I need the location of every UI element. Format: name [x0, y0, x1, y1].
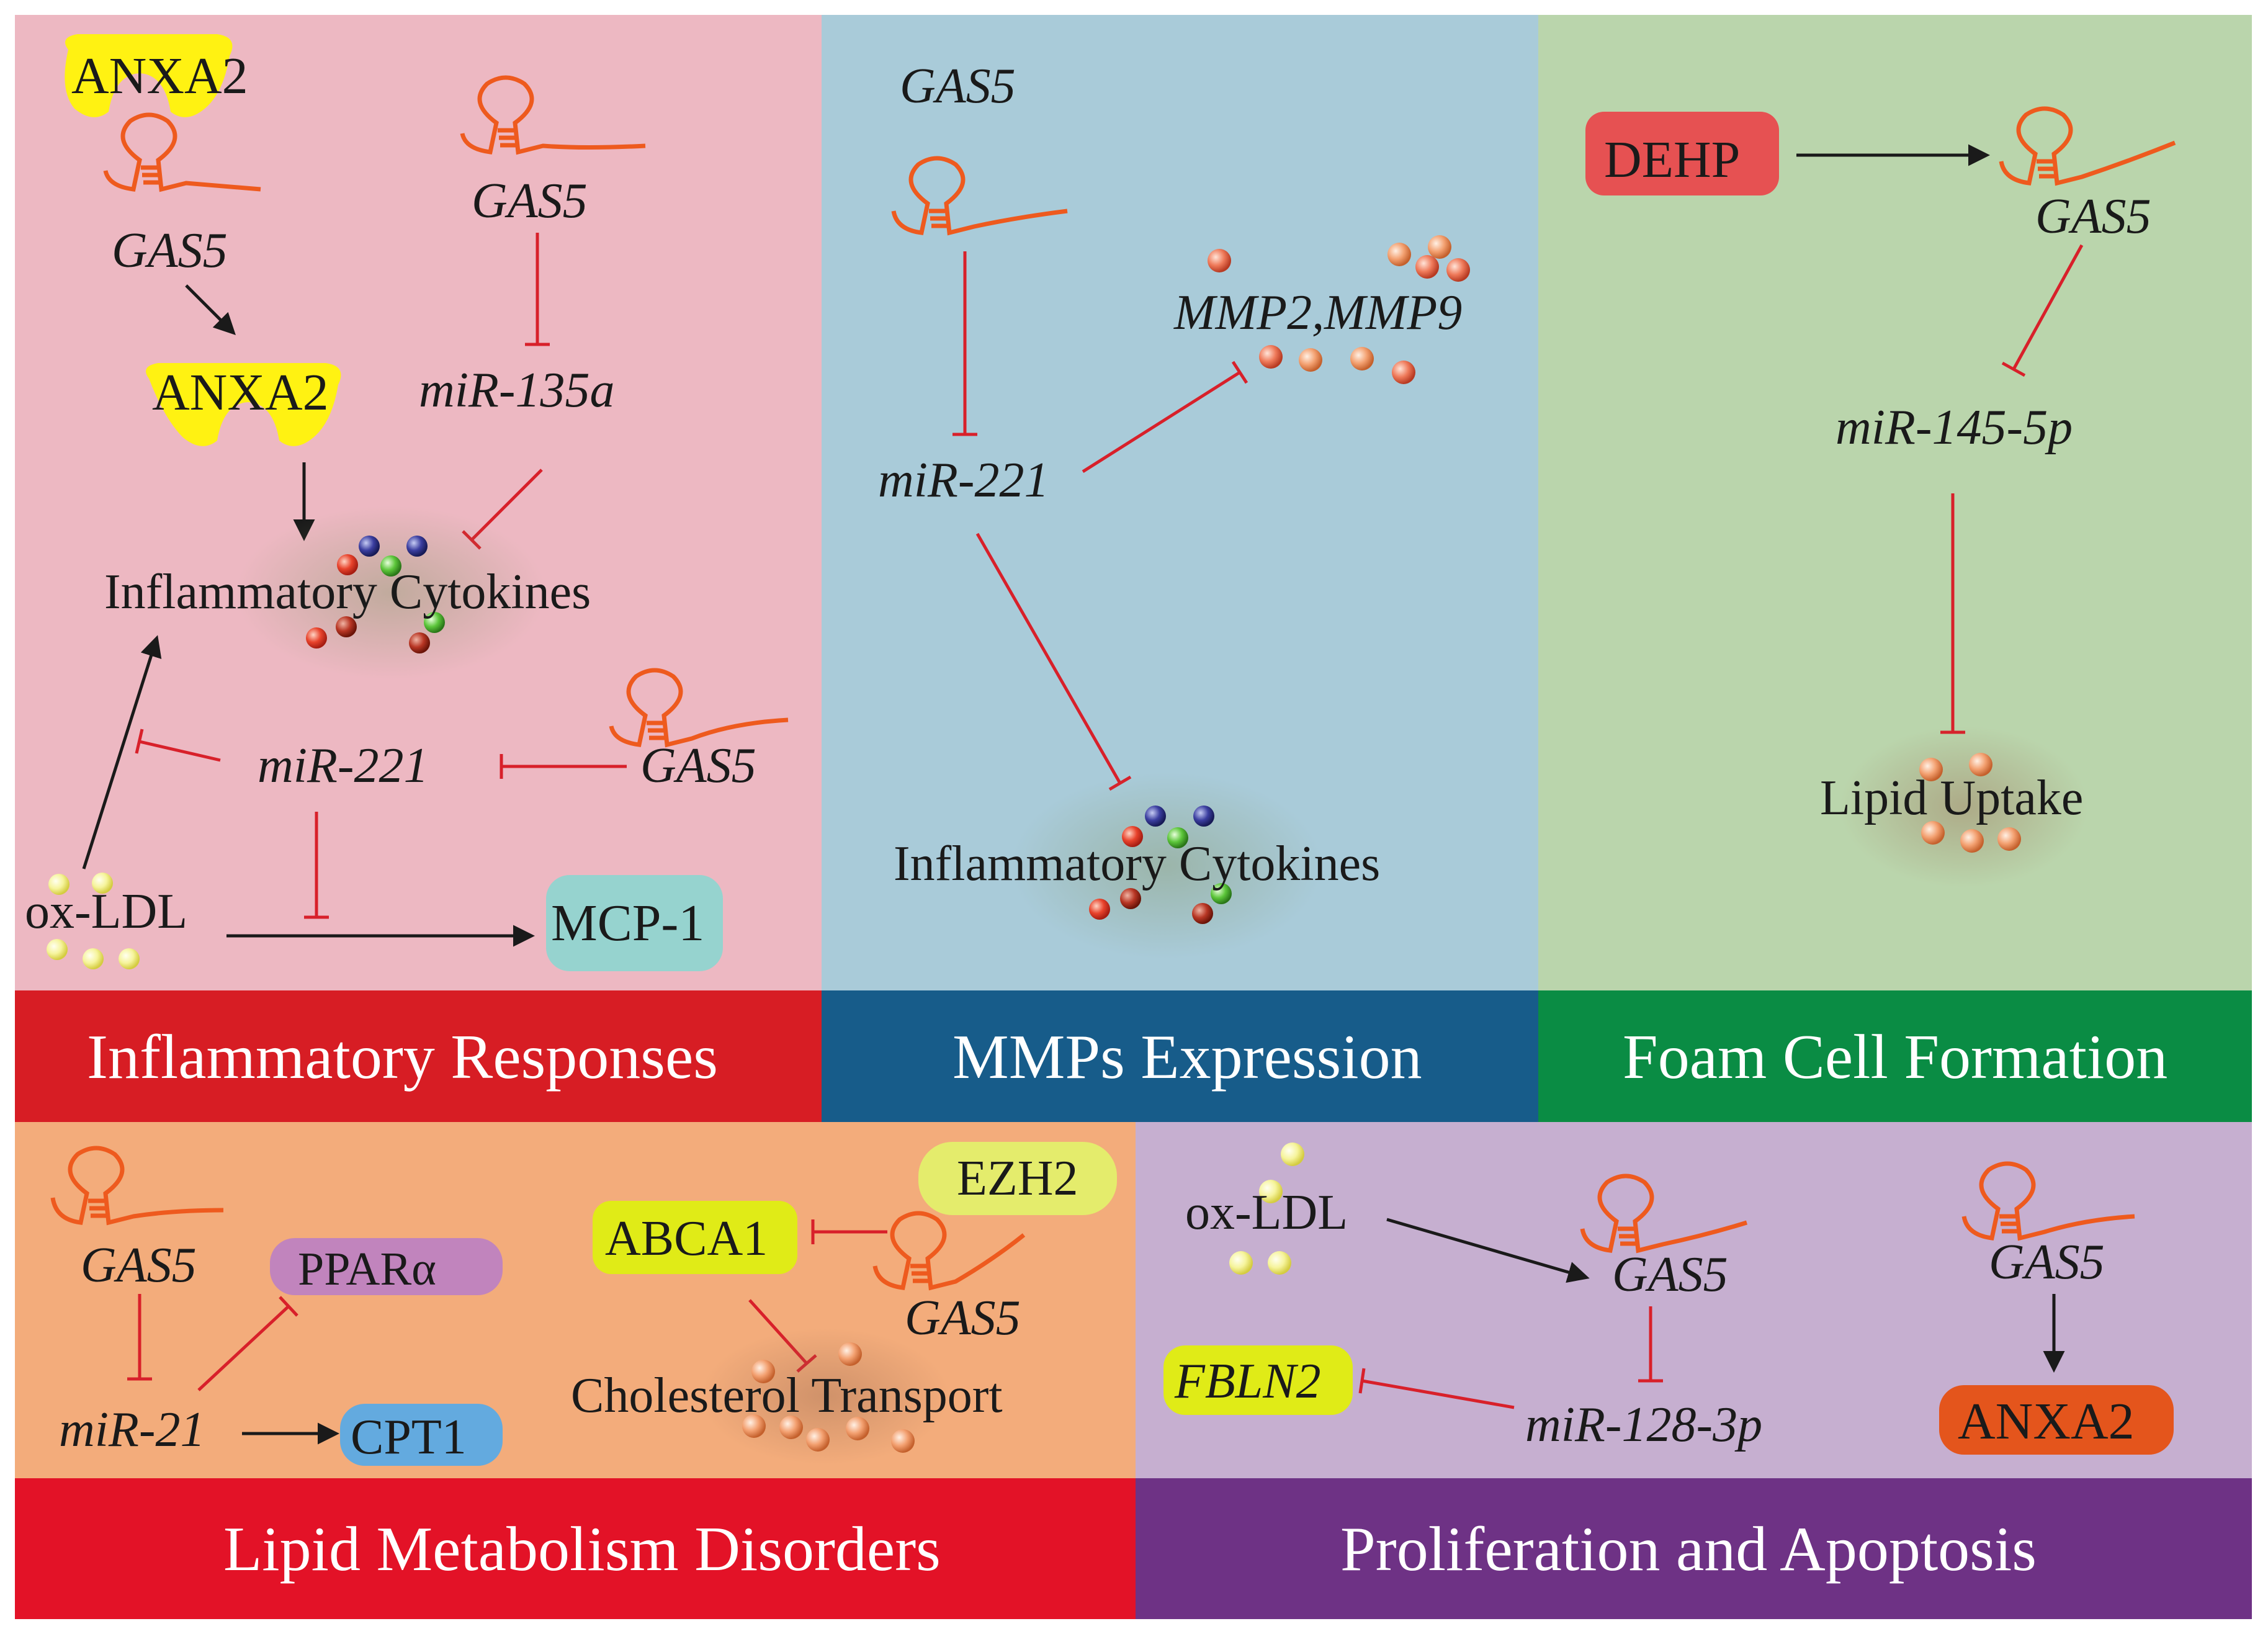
gas5-label-a: GAS5 [112, 223, 228, 278]
abca1-box [593, 1201, 797, 1274]
inhibition-bar [1231, 361, 1248, 384]
cytokine-particles [306, 536, 445, 653]
panel-mmps: GAS5 miR-221 MMP2,MMP9 [878, 59, 1470, 959]
panel-inflammatory-bg [15, 15, 822, 990]
gas5-label-a: GAS5 [1612, 1247, 1728, 1302]
oxldl-particles [47, 873, 140, 969]
gas5-rna-icon [609, 668, 789, 748]
bar-mmps [822, 990, 1538, 1122]
activation-arrow [1386, 1218, 1590, 1283]
inhibition-line [197, 1305, 290, 1391]
lipid-particles [1919, 753, 2021, 853]
anxa2-label: ANXA2 [1958, 1393, 2135, 1450]
gas5-label-b: GAS5 [1989, 1235, 2105, 1290]
cholesterol-particles [742, 1342, 915, 1453]
dehp-label: DEHP [1604, 131, 1740, 189]
fbln2-label: FBLN2 [1174, 1354, 1321, 1409]
inhibition-bar [1358, 1368, 1366, 1394]
gas5-label-a: GAS5 [81, 1238, 197, 1293]
lipid-glow [1840, 726, 2088, 887]
title-prolif: Proliferation and Apoptosis [1340, 1514, 2037, 1584]
anxa2-protein-shape [146, 363, 341, 446]
gas5-rna-icon [103, 112, 261, 192]
title-mmps: MMPs Expression [952, 1022, 1422, 1092]
anxa2-label-top: ANXA2 [71, 47, 248, 105]
title-lipid: Lipid Metabolism Disorders [223, 1514, 941, 1584]
bar-lipid [15, 1478, 1136, 1619]
cpt1-box [340, 1404, 503, 1466]
gas5-label-c: GAS5 [640, 738, 756, 793]
bar-inflammatory [15, 990, 822, 1122]
gas5-rna-icon [1580, 1174, 1748, 1254]
cytokine-particles [1089, 806, 1232, 924]
cytokines-glow [1011, 773, 1322, 959]
mir135a-label: miR-135a [419, 363, 615, 418]
mir128-label: miR-128-3p [1525, 1398, 1762, 1452]
bar-foam [1538, 990, 2252, 1122]
mir145-label: miR-145-5p [1835, 400, 2073, 455]
ezh2-box [918, 1142, 1117, 1215]
inhibition-bar [2001, 361, 2026, 377]
cytokines-label: Inflammatory Cytokines [104, 565, 591, 619]
panel-inflammatory: ANXA2 GAS5 GAS5 ANXA2 miR-135a [25, 34, 789, 971]
title-inflammatory: Inflammatory Responses [87, 1022, 718, 1092]
panel-prolif: ox-LDL GAS5 miR-128-3p FBLN2 GAS5 ANXA2 [1163, 1142, 2174, 1455]
gas5-rna-icon [1999, 106, 2176, 186]
inhibition-bar [135, 729, 144, 754]
gas5-rna-icon [872, 1211, 1026, 1291]
ppara-box [270, 1238, 503, 1295]
inhibition-bar [279, 1296, 298, 1317]
anxa2-box [1939, 1385, 2174, 1455]
inhibition-line [1082, 370, 1241, 474]
activation-arrow [185, 284, 236, 335]
gas5-rna-icon [891, 156, 1068, 236]
panel-lipid: GAS5 PPARα miR-21 CPT1 ABCA1 EZH2 GAS5 [50, 1142, 1117, 1466]
ppara-label: PPARα [298, 1243, 436, 1295]
mcp1-box [546, 875, 723, 971]
cholesterol-label: Cholesterol Transport [571, 1368, 1003, 1423]
title-foam: Foam Cell Formation [1623, 1022, 2167, 1092]
inhibition-line [1361, 1379, 1515, 1409]
oxldl-label: ox-LDL [1185, 1185, 1348, 1240]
lipid-label: Lipid Uptake [1820, 771, 2083, 825]
gas5-rna-icon [460, 75, 646, 155]
mir221-label: miR-221 [878, 453, 1049, 508]
mmp-particles [1208, 235, 1470, 384]
gas5-label: GAS5 [900, 59, 1016, 114]
anxa2-protein-shape [65, 34, 233, 117]
anxa2-label-mid: ANXA2 [152, 364, 329, 421]
gas5-label: GAS5 [2035, 189, 2151, 244]
mir221-label: miR-221 [258, 738, 429, 793]
cytokines-label: Inflammatory Cytokines [894, 837, 1380, 891]
panel-foam: DEHP GAS5 miR-145-5p Lipid Uptake [1585, 106, 2176, 887]
fbln2-box [1163, 1345, 1353, 1415]
oxldl-particles [1229, 1142, 1304, 1275]
gas5-label-b: GAS5 [905, 1291, 1021, 1345]
bar-prolif [1136, 1478, 2252, 1619]
abca1-label: ABCA1 [605, 1211, 768, 1266]
activation-arrow [82, 635, 162, 869]
inhibition-line [139, 740, 221, 762]
dehp-box [1585, 112, 1779, 195]
gas5-rna-icon [50, 1146, 224, 1226]
cpt1-label: CPT1 [351, 1410, 467, 1465]
oxldl-label: ox-LDL [25, 884, 187, 939]
inhibition-line [2012, 244, 2084, 370]
mcp1-label: MCP-1 [551, 894, 704, 952]
inhibition-line [975, 532, 1122, 784]
ezh2-label: EZH2 [957, 1151, 1078, 1206]
mmp-label: MMP2,MMP9 [1173, 285, 1462, 340]
gas5-label-b: GAS5 [472, 174, 588, 228]
gas5-rna-icon [1961, 1161, 2135, 1241]
mir21-label: miR-21 [59, 1403, 205, 1457]
